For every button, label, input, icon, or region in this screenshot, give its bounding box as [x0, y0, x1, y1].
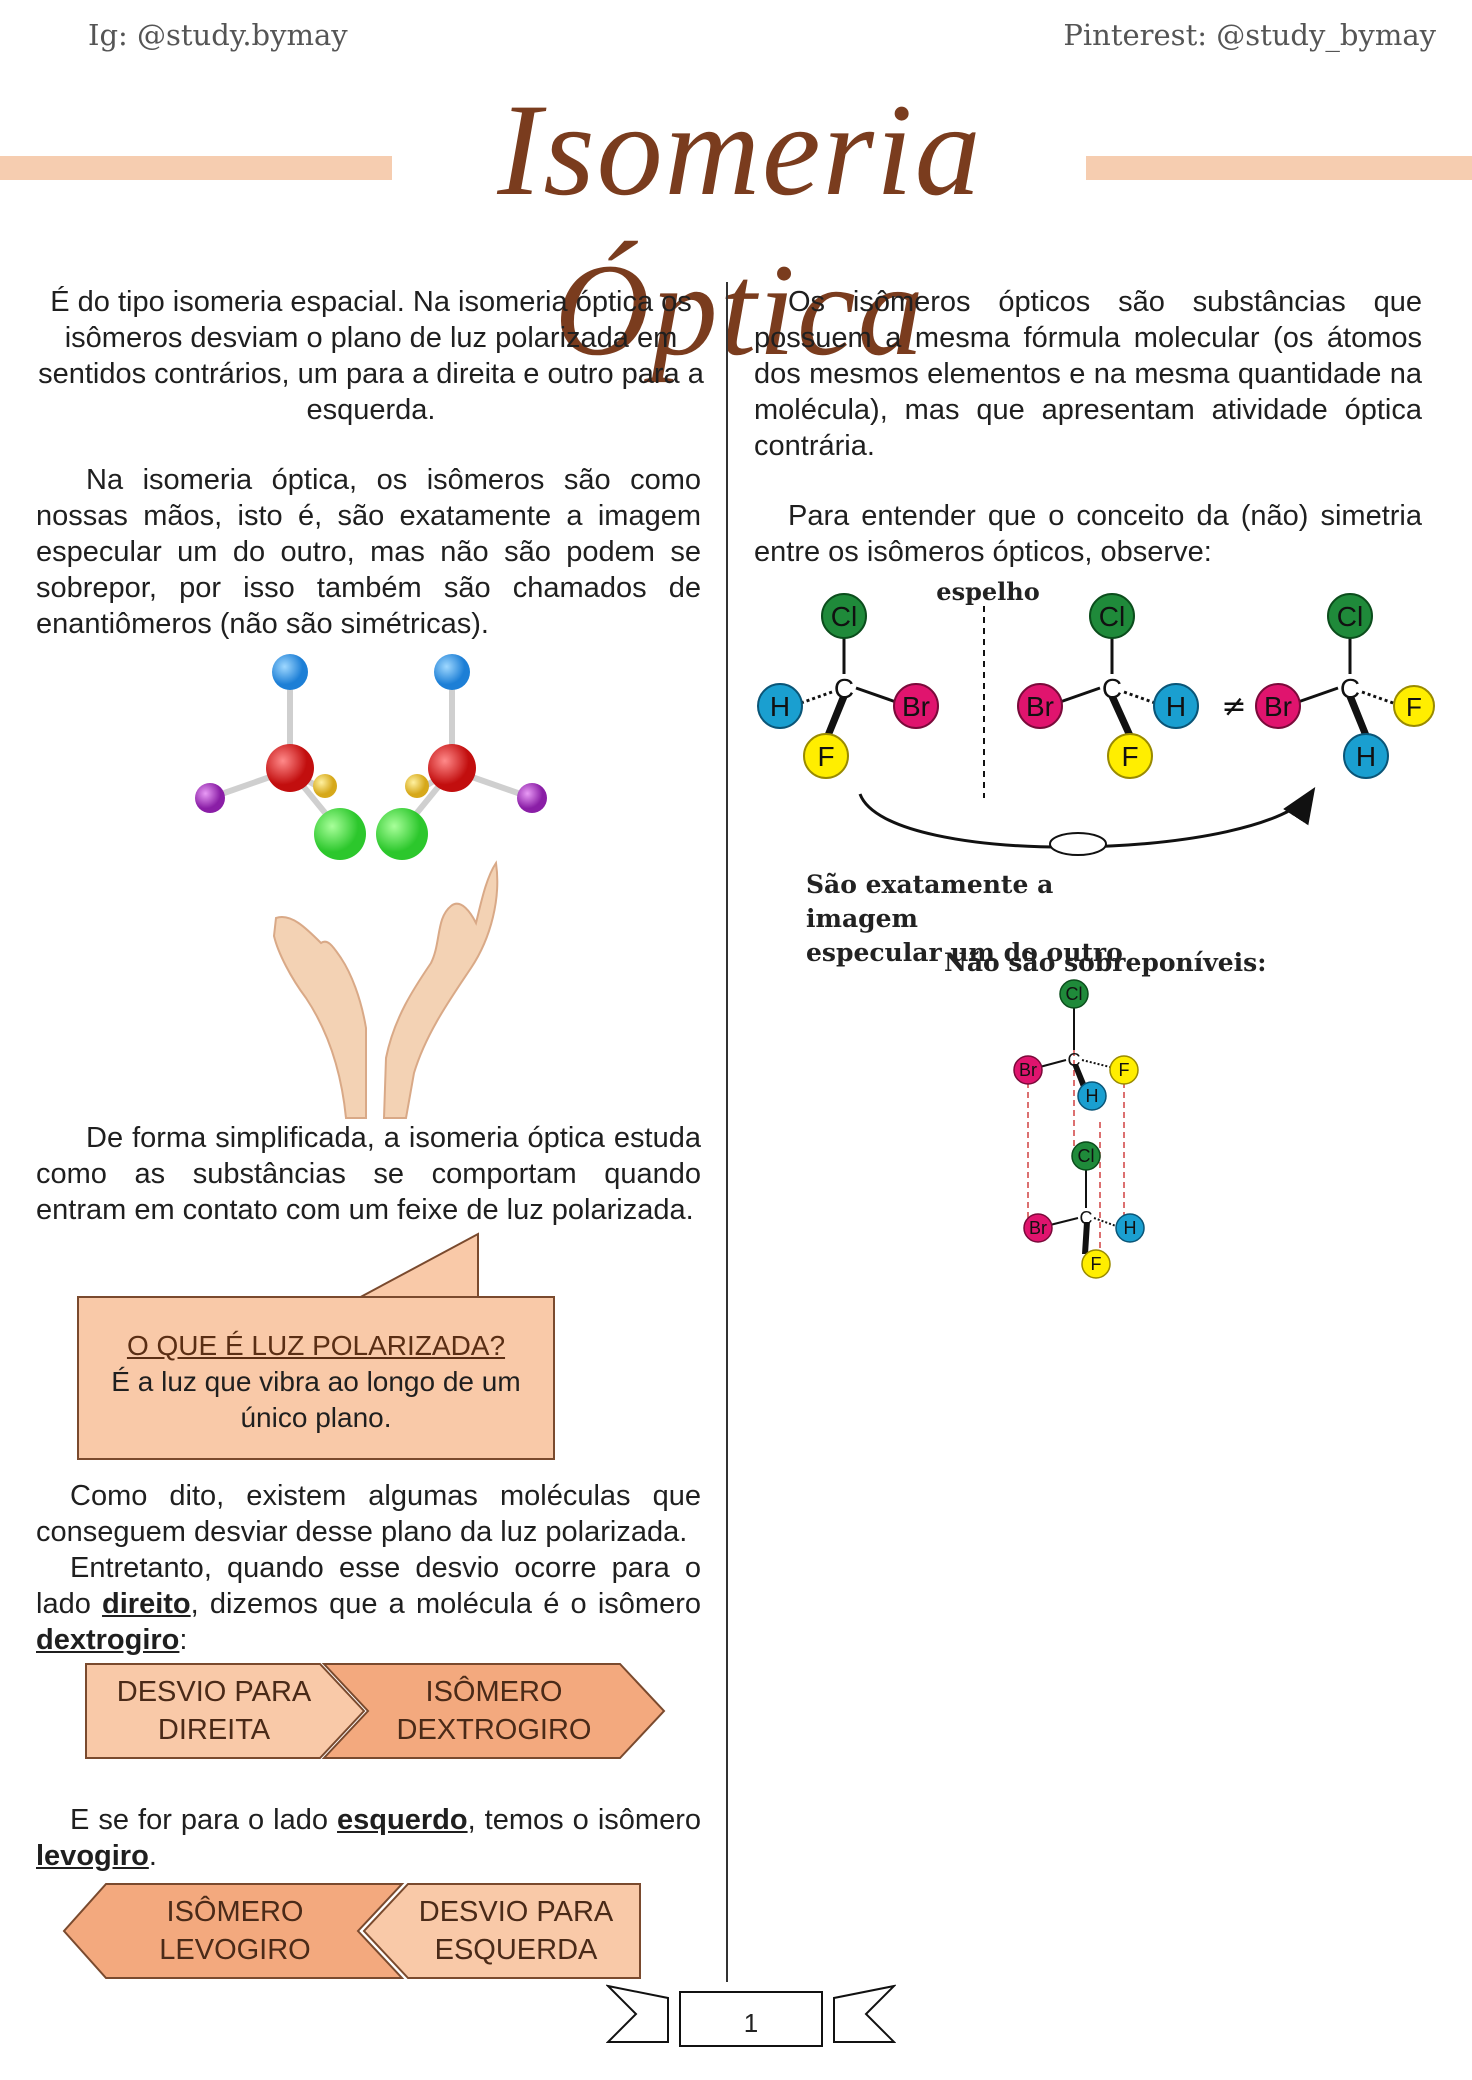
right-molecule-model [376, 654, 547, 860]
dextro-arrow-desvio: DESVIO PARA DIREITA [116, 1676, 312, 1746]
arrow-ring [1049, 832, 1107, 856]
page-number: 1 [743, 2008, 759, 2038]
svg-text:C: C [834, 673, 854, 704]
column-divider [726, 282, 728, 1982]
molecule-3-fluorine: F [1393, 685, 1435, 727]
mirror-image-diagram: espelho Cl H Br F C Cl Br H F C ≠ [757, 577, 1397, 856]
word-dextrogiro: dextrogiro [36, 1624, 180, 1656]
svg-text:Cl: Cl [831, 601, 857, 632]
callout-answer: É a luz que vibra ao longo de um único p… [111, 1366, 521, 1433]
svg-text:H: H [1166, 691, 1186, 722]
svg-text:Cl: Cl [1078, 1146, 1095, 1166]
left-molecule-model [195, 654, 366, 860]
svg-text:Cl: Cl [1066, 984, 1083, 1004]
mirror-label: espelho [936, 577, 1039, 606]
molecule-2: Cl Br H F C [1017, 593, 1199, 779]
svg-text:H: H [1356, 741, 1376, 772]
svg-text:F: F [1119, 1060, 1130, 1080]
svg-text:C: C [1068, 1050, 1081, 1070]
levo-paragraph: E se for para o lado esquerdo, temos o i… [36, 1804, 701, 1872]
page-title: Isomeria Óptica [497, 76, 983, 383]
molecule-1: Cl H Br F C [757, 593, 939, 779]
title-band-left [0, 156, 392, 180]
svg-text:Br: Br [1019, 1060, 1037, 1080]
svg-text:F: F [1406, 692, 1422, 722]
not-superposable-caption: Não são sobreponíveis: [944, 948, 1267, 977]
levo-arrow-graphic [62, 1883, 641, 1979]
svg-text:Br: Br [902, 691, 930, 722]
levo-arrow-isomero: ISÔMERO LEVOGIRO [159, 1896, 311, 1966]
svg-text:H: H [1124, 1218, 1137, 1238]
intro-paragraph: É do tipo isomeria espacial. Na isomeria… [38, 286, 704, 426]
left-hand [272, 916, 367, 1119]
mirror-caption: São exatamente a imagem especular um do … [806, 870, 1123, 967]
observe-paragraph: Para entender que o conceito da (não) si… [754, 500, 1422, 568]
superposition-diagram: Cl Br F H C Cl Br H F C [1013, 979, 1145, 1279]
title-band-right [1086, 156, 1472, 180]
svg-text:Cl: Cl [1099, 601, 1125, 632]
svg-text:C: C [1102, 673, 1122, 704]
callout-question: O QUE É LUZ POLARIZADA? [126, 1330, 506, 1361]
word-esquerdo: esquerdo [337, 1804, 468, 1836]
deviation-paragraph: Como dito, existem algumas moléculas que… [36, 1480, 701, 1548]
hands-illustration [272, 860, 499, 1119]
pinterest-handle: Pinterest: @study_bymay [1063, 18, 1436, 52]
svg-text:Br: Br [1264, 691, 1292, 722]
svg-text:Cl: Cl [1337, 601, 1363, 632]
svg-text:F: F [1121, 741, 1138, 772]
simplified-paragraph: De forma simplificada, a isomeria óptica… [36, 1122, 701, 1226]
dextro-arrow-isomero: ISÔMERO DEXTROGIRO [396, 1676, 592, 1746]
svg-text:F: F [1091, 1254, 1102, 1274]
optical-isomers-paragraph: Os isômeros ópticos são substâncias que … [754, 286, 1422, 462]
instagram-handle: Ig: @study.bymay [88, 18, 348, 52]
right-hand [382, 860, 499, 1119]
molecule-3: Cl Br H C [1255, 593, 1397, 779]
molecule-models-illustration [195, 654, 547, 860]
hands-paragraph: Na isomeria óptica, os isômeros são como… [36, 464, 701, 640]
word-levogiro: levogiro [36, 1840, 149, 1872]
word-direito: direito [102, 1588, 191, 1620]
dextro-arrow-graphic [85, 1663, 666, 1759]
dextro-paragraph: Entretanto, quando esse desvio ocorre pa… [36, 1552, 701, 1656]
page-number-ribbon [606, 1984, 896, 2047]
polarized-light-callout: O QUE É LUZ POLARIZADA? É a luz que vibr… [77, 1296, 555, 1460]
levo-arrow-desvio: DESVIO PARA ESQUERDA [418, 1896, 614, 1966]
not-equal-sign: ≠ [1221, 689, 1246, 724]
svg-text:C: C [1340, 673, 1360, 704]
svg-text:C: C [1080, 1208, 1093, 1228]
svg-text:H: H [770, 691, 790, 722]
svg-text:F: F [817, 741, 834, 772]
svg-text:H: H [1086, 1086, 1099, 1106]
callout-tail [354, 1232, 479, 1302]
svg-text:Br: Br [1026, 691, 1054, 722]
svg-text:Br: Br [1029, 1218, 1047, 1238]
